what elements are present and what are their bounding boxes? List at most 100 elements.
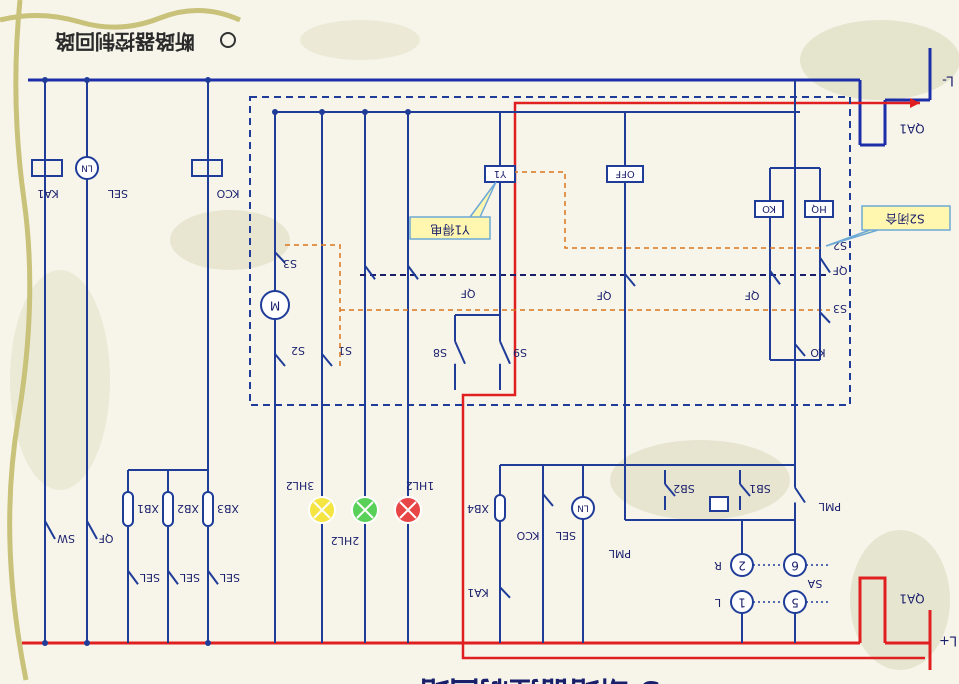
top-bus-label: L-	[942, 73, 954, 88]
sel-contact-label-1: SEL	[179, 571, 200, 584]
title-icon	[220, 32, 236, 48]
sw-contact-blade	[44, 520, 56, 540]
kco-label: KCO	[216, 187, 239, 200]
footer-title: 5 断路器控制回路	[418, 674, 660, 684]
y1-s2-link	[515, 171, 820, 249]
indicator-block	[709, 496, 729, 512]
mech-top-dot-3	[405, 109, 411, 115]
qf-mech-label-1: QF	[461, 287, 476, 300]
page-title: 断路器控制回路	[54, 30, 195, 54]
qf-right-blade	[769, 270, 781, 285]
kco-lower-blade	[542, 493, 554, 507]
hq-label: HQ	[811, 203, 827, 214]
pml-label: PML	[818, 500, 841, 513]
bottom-breaker-label: QA1	[899, 592, 924, 606]
motor	[260, 290, 290, 320]
terminal-label-0: XB1	[137, 502, 159, 515]
sel-label: SEL	[107, 187, 128, 200]
callout-s2	[825, 205, 951, 247]
sa-label-0: R	[714, 559, 722, 572]
kco-lower-label: KCO	[516, 529, 539, 542]
sb1-switch-blade	[739, 483, 751, 497]
kco-coil	[191, 159, 223, 177]
top-breaker-label: QA1	[899, 122, 924, 136]
terminal-block-2	[202, 491, 214, 527]
left-top-dot-2	[205, 77, 211, 83]
qf-off-label: QF	[597, 289, 612, 302]
xb4-label: XB4	[467, 502, 489, 515]
callout-y1-text: Y1得电	[431, 223, 471, 238]
qf-mech-2-blade	[407, 265, 419, 280]
callout-y1	[409, 181, 497, 240]
ka1-coil	[31, 159, 63, 177]
s3-right-blade	[819, 311, 831, 324]
mech-top-dot-0	[272, 109, 278, 115]
ko-contact-blade	[794, 343, 806, 357]
left-top-dot-1	[84, 77, 90, 83]
sel-contact-label-0: SEL	[139, 571, 160, 584]
sel-lower-label: SEL	[555, 529, 576, 542]
s9-label: S9	[513, 346, 527, 359]
sel-contact-label-2: SEL	[219, 571, 240, 584]
y1-label: Y1	[494, 168, 507, 179]
sa-label: SA	[807, 577, 822, 590]
mech-top-dot-1	[319, 109, 325, 115]
sa-label-2: L	[714, 596, 721, 609]
sel-contact-2-blade	[207, 570, 219, 585]
pml-right-blade	[794, 486, 806, 504]
sa-num-3: 5	[791, 596, 799, 610]
terminal-label-2: XB3	[217, 502, 239, 515]
lamp-cross-b-0	[313, 501, 331, 519]
off-label: OFF	[615, 168, 635, 179]
ko-contact-label: KO	[810, 346, 826, 359]
s1-label: S1	[338, 344, 352, 357]
ka1-lower-label: KA1	[467, 586, 489, 599]
qf-right-label-2: QF	[745, 289, 760, 302]
s3-switch-blade	[274, 251, 286, 264]
sel-lamp-label: LN	[81, 163, 93, 173]
s3-right-label: S3	[833, 302, 847, 315]
s2-right-blade	[819, 256, 831, 274]
s8-switch-blade	[454, 340, 466, 365]
ka1-lower-blade	[499, 586, 511, 599]
sb1-label: SB1	[749, 482, 771, 495]
sb2-switch-blade	[664, 483, 676, 497]
sa-num-2: 1	[738, 596, 746, 610]
terminal-label-1: XB2	[177, 502, 199, 515]
qf-off-contact-blade	[624, 273, 636, 287]
lamp-cross-b-2	[399, 501, 417, 519]
mech-link-1	[285, 244, 341, 370]
lamp-label-2: 1HL2	[406, 479, 434, 492]
current-arrow	[910, 98, 920, 108]
terminal-block-1	[162, 491, 174, 527]
sb2-label: SB2	[673, 482, 695, 495]
motor-label: M	[270, 299, 280, 313]
lamp-cross-b-1	[356, 501, 374, 519]
s9-switch-blade	[499, 340, 511, 365]
lamp-label-1: 2HL2	[331, 534, 359, 547]
mech-top-dot-2	[362, 109, 368, 115]
callout-s2-text: S2闭合	[885, 212, 924, 227]
sel-lamp	[75, 156, 99, 180]
left-bottom-dot-1	[84, 640, 90, 646]
s2-label: S2	[291, 344, 305, 357]
sel-contact-0-blade	[127, 570, 139, 585]
hq-coil	[804, 200, 834, 218]
left-bottom-dot-0	[42, 640, 48, 646]
xb4-block	[494, 494, 506, 522]
s1-switch-blade	[321, 353, 333, 367]
lower-lamp	[571, 496, 595, 520]
off-coil	[606, 165, 644, 183]
s3-label: S3	[283, 257, 297, 270]
left-top-dot-0	[42, 77, 48, 83]
ko-coil	[754, 200, 784, 218]
qf-right-label-1: QF	[833, 264, 848, 277]
current-path	[461, 101, 925, 660]
bottom-bus-label: L+	[939, 633, 957, 648]
qf-label: QF	[99, 532, 114, 545]
mechanism-box	[249, 96, 851, 406]
lower-lamp-label: LN	[577, 503, 589, 513]
s2-switch-blade	[274, 353, 286, 367]
